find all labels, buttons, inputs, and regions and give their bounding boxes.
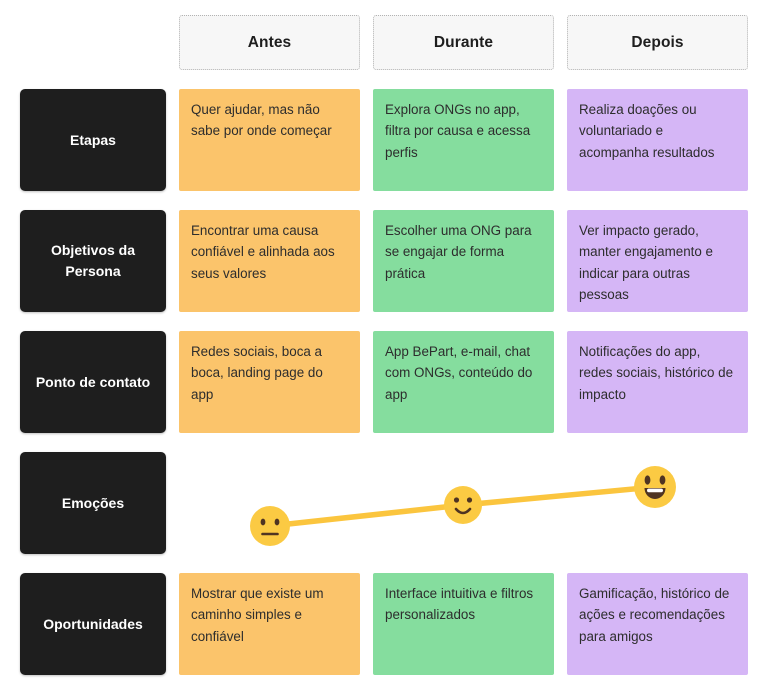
note-oportunidades-depois[interactable]: Gamificação, histórico de ações e recome… [567, 573, 748, 675]
header-spacer [20, 15, 166, 70]
emotion-track [179, 452, 748, 554]
note-oportunidades-durante[interactable]: Interface intuitiva e filtros personaliz… [373, 573, 554, 675]
note-etapas-durante[interactable]: Explora ONGs no app, filtra por causa e … [373, 89, 554, 191]
note-objetivos-antes[interactable]: Encontrar uma causa confiável e alinhada… [179, 210, 360, 312]
row-label-emocoes[interactable]: Emoções [20, 452, 166, 554]
note-contato-antes[interactable]: Redes sociais, boca a boca, landing page… [179, 331, 360, 433]
note-contato-durante[interactable]: App BePart, e-mail, chat com ONGs, conte… [373, 331, 554, 433]
row-label-oportunidades[interactable]: Oportunidades [20, 573, 166, 675]
note-objetivos-durante[interactable]: Escolher uma ONG para se engajar de form… [373, 210, 554, 312]
column-header-durante[interactable]: Durante [373, 15, 554, 70]
note-contato-depois[interactable]: Notificações do app, redes sociais, hist… [567, 331, 748, 433]
row-label-ponto-de-contato[interactable]: Ponto de contato [20, 331, 166, 433]
column-header-antes[interactable]: Antes [179, 15, 360, 70]
note-oportunidades-antes[interactable]: Mostrar que existe um caminho simples e … [179, 573, 360, 675]
note-etapas-depois[interactable]: Realiza doações ou voluntariado e acompa… [567, 89, 748, 191]
row-label-etapas[interactable]: Etapas [20, 89, 166, 191]
grinning-face-emoji[interactable] [634, 466, 676, 508]
slightly-smiling-face-emoji[interactable] [444, 486, 482, 524]
column-header-depois[interactable]: Depois [567, 15, 748, 70]
note-etapas-antes[interactable]: Quer ajudar, mas não sabe por onde começ… [179, 89, 360, 191]
row-label-objetivos[interactable]: Objetivos da Persona [20, 210, 166, 312]
neutral-face-emoji[interactable] [250, 506, 290, 546]
note-objetivos-depois[interactable]: Ver impacto gerado, manter engajamento e… [567, 210, 748, 312]
